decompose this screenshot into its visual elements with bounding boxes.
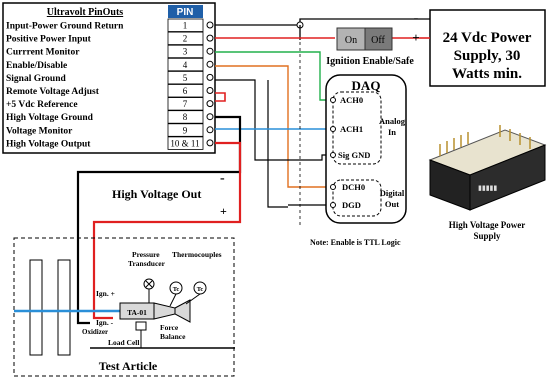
pin-row-label: Remote Voltage Adjust: [6, 87, 100, 97]
pin-terminal: [206, 87, 214, 94]
pin-number: 5: [183, 73, 188, 83]
pin-number: 7: [183, 99, 188, 109]
switch-caption: Ignition Enable/Safe: [326, 56, 414, 67]
load-cell-icon: [135, 321, 147, 331]
pin-terminal: [206, 21, 214, 29]
pin-terminal: [206, 126, 214, 134]
hv-out-minus: -: [220, 171, 225, 186]
pin-terminal: [206, 73, 214, 81]
pin-terminal: [206, 47, 214, 55]
daq-digital-label: Digital: [380, 188, 405, 198]
pin-number: 1: [183, 21, 188, 31]
daq-analog-label: Analog: [379, 116, 406, 126]
pin-row-label: Input-Power Ground Return: [6, 22, 124, 32]
pressure-label-1: Pressure: [132, 250, 160, 259]
tc-label-2: Tc: [197, 286, 204, 293]
hv-out-label: High Voltage Out: [112, 187, 201, 201]
pin-row-label: +5 Vdc Reference: [6, 100, 78, 110]
motor-label: TA-01: [127, 308, 147, 317]
ign-plus-label: Ign. +: [96, 289, 115, 298]
force-label-2: Balance: [160, 332, 186, 341]
power-supply-line3: Watts min.: [452, 66, 522, 82]
pin-row-label: Currrent Monitor: [6, 48, 80, 58]
power-supply-line1: 24 Vdc Power: [443, 30, 532, 46]
hv-supply-caption-1: High Voltage Power: [449, 220, 526, 230]
power-supply-plus: +: [412, 30, 419, 45]
daq-digital-label-2: Out: [385, 199, 399, 209]
table-title: Ultravolt PinOuts: [47, 7, 123, 18]
pin-number: 9: [183, 125, 188, 135]
jumper-6-7: [215, 92, 226, 102]
daq-title: DAQ: [352, 78, 381, 93]
power-supply: 24 Vdc Power Supply, 30 Watts min. - +: [410, 9, 546, 87]
pin-terminal: [206, 139, 214, 147]
thermocouples-label: Thermocouples: [172, 250, 222, 259]
pin-row-label: High Voltage Output: [6, 139, 91, 149]
pin-row-label: Signal Ground: [6, 74, 66, 84]
daq-port-ach1: ACH1: [340, 124, 363, 134]
switch-off-label: Off: [371, 35, 385, 46]
pin-number: 3: [183, 47, 188, 57]
daq-port-dgd: DGD: [342, 200, 361, 210]
daq-analog-label-2: In: [388, 127, 396, 137]
tc-label-1: Tc: [173, 286, 180, 293]
pin-row-label: High Voltage Ground: [6, 113, 94, 123]
daq-port-sig-gnd: Sig GND: [338, 150, 370, 160]
pin-number: 2: [183, 34, 188, 44]
wire-hv-output: [92, 141, 242, 320]
switch-on-label: On: [345, 35, 357, 46]
hv-supply-caption-2: Supply: [473, 231, 501, 241]
wire-digital-ground-link: [267, 80, 288, 208]
load-cell-label: Load Cell: [108, 338, 139, 347]
pin-row-label: Enable/Disable: [6, 61, 67, 71]
ttl-note: Note: Enable is TTL Logic: [310, 238, 401, 247]
pin-terminal: [206, 100, 214, 108]
pin-header-bg: [168, 5, 203, 18]
daq-box: DAQ ACH0 ACH1 Sig GND Analog In DCH0 DGD…: [325, 74, 407, 224]
test-article-box: Test Article Oxidizer TA-01 Ign. + Ign. …: [13, 237, 235, 377]
hv-out-plus: +: [220, 204, 227, 218]
force-label-1: Force: [160, 323, 179, 332]
hv-supply-module-image: ▮▮▮▮▮: [428, 125, 547, 211]
pin-terminal: [206, 60, 214, 68]
ignition-switch: On Off Ignition Enable/Safe: [326, 27, 414, 67]
pin-header: PIN: [177, 7, 194, 18]
pin-number: 4: [183, 60, 188, 70]
wire-hv-ground: [76, 115, 242, 325]
svg-text:▮▮▮▮▮: ▮▮▮▮▮: [478, 185, 497, 192]
ign-minus-label: Ign. -: [96, 318, 114, 327]
pin-number: 8: [183, 112, 188, 122]
pin-row-label: Voltage Monitor: [6, 126, 73, 136]
pin-number: 6: [183, 86, 188, 96]
power-supply-line2: Supply, 30: [454, 48, 521, 64]
wire-current-monitor: [215, 51, 333, 101]
wire-enable: [215, 65, 333, 188]
pin-terminal: [206, 113, 214, 121]
wire-signal-ground: [215, 79, 333, 161]
pressure-label-2: Transducer: [128, 259, 166, 268]
pin-terminal: [206, 34, 214, 42]
daq-port-ach0: ACH0: [340, 95, 363, 105]
test-article-title: Test Article: [99, 359, 158, 373]
oxidizer-label: Oxidizer: [82, 328, 108, 336]
pin-row-label: Positive Power Input: [6, 35, 92, 45]
pin-number: 10 & 11: [170, 138, 199, 148]
pinout-table: Ultravolt PinOuts PIN Input-Power Ground…: [2, 2, 216, 154]
daq-port-dch0: DCH0: [342, 182, 365, 192]
wire-ground-return: [215, 18, 410, 26]
